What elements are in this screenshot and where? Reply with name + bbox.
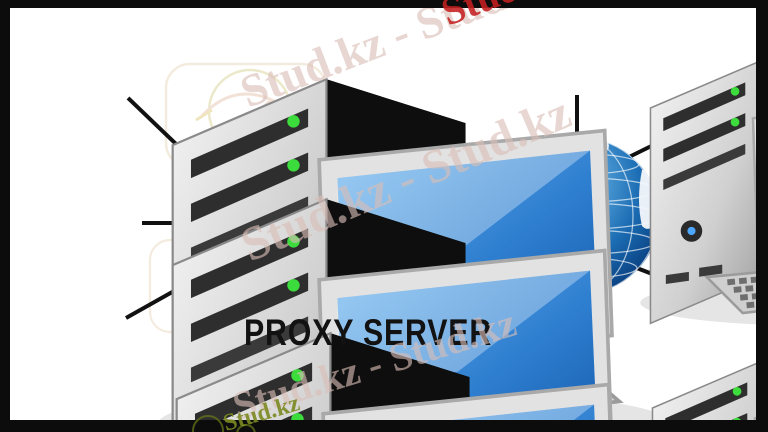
watermark-text: Stud.kz - Stud.kz [233, 0, 566, 117]
proxy-server-label: PROXY SERVER [244, 312, 492, 354]
client-computer-icon [639, 61, 768, 327]
hummingbird-logo-watermark [192, 415, 256, 432]
